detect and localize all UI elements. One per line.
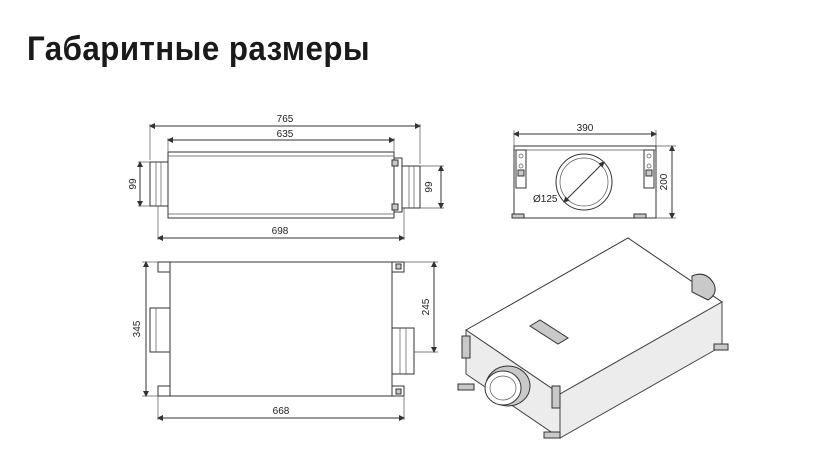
dim-base-length: 698 (272, 226, 289, 237)
top-view: 345 245 668 (132, 261, 438, 421)
dim-duct-diameter: Ø125 (533, 194, 558, 205)
front-view: 765 635 99 99 698 (128, 114, 444, 241)
isometric-view (457, 237, 729, 439)
dim-depth: 345 (132, 320, 143, 337)
side-view: Ø125 390 200 (511, 123, 676, 219)
dim-height: 200 (659, 173, 670, 190)
dim-total-length: 765 (277, 114, 294, 125)
page-title: Габаритные размеры (27, 30, 371, 68)
dim-body-length: 635 (277, 129, 294, 140)
dim-spigot-height-right: 99 (424, 181, 435, 193)
dim-base-length: 668 (273, 406, 290, 417)
dim-spigot-offset: 245 (421, 298, 432, 315)
dim-spigot-height-left: 99 (128, 178, 139, 190)
dim-width: 390 (577, 123, 594, 134)
